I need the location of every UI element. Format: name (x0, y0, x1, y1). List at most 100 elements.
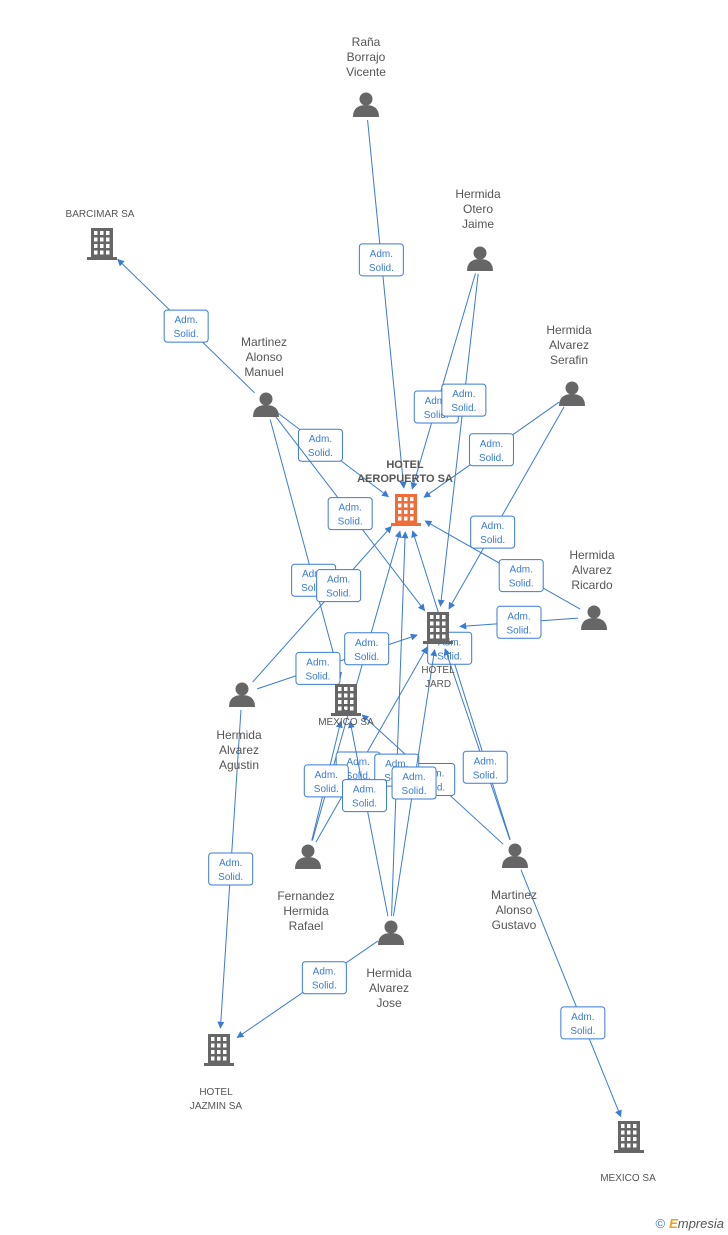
edge-label-box[interactable]: Adm.Solid. (391, 766, 437, 800)
edge-label-box[interactable]: Adm.Solid. (358, 243, 404, 277)
node-label-line: Alvarez (549, 338, 589, 352)
edge-label-box[interactable]: Adm.Solid. (441, 383, 487, 417)
edge-label-text: Solid. (509, 579, 534, 590)
edge-label-box[interactable]: Adm.Solid. (297, 428, 343, 462)
edge-label-box[interactable]: Adm.Solid. (462, 750, 508, 784)
edge-label-box[interactable]: Adm.Solid. (327, 497, 373, 531)
edge-gustavo-mexico2[interactable]: Adm.Solid. (520, 869, 622, 1118)
edge-agustin-jazmin[interactable]: Adm.Solid. (208, 709, 254, 1029)
edge-label-box[interactable]: Adm.Solid. (208, 852, 254, 886)
node-label-line: Ricardo (571, 578, 613, 592)
node-label-line: JARD (425, 679, 451, 690)
edge-label-box[interactable]: Adm. Solid. (498, 559, 544, 593)
edge-label-text: Adm. (174, 315, 197, 326)
edge-rafael-mexico1[interactable]: Adm. Solid. (303, 720, 349, 841)
edge-manuel-jardin[interactable]: Adm.Solid. (275, 416, 426, 612)
edge-label-text: Adm. (315, 770, 338, 781)
edge-label-text: Adm. (481, 521, 504, 532)
edge-jose-jardin[interactable]: Adm.Solid. (391, 649, 438, 917)
edge-label-box[interactable]: Adm.Solid. (301, 961, 347, 995)
edge-label-text: Adm. (327, 575, 350, 586)
edge-label-frame (496, 605, 542, 639)
node-label-line: MEXICO SA (318, 717, 374, 728)
edge-label-frame (316, 569, 362, 603)
edge-label-text: Adm. (309, 434, 332, 445)
edge-otero-jardin[interactable]: Adm.Solid. (437, 273, 487, 607)
edge-label-text: Solid. (352, 799, 377, 810)
edge-gustavo-jardin[interactable]: Adm.Solid. (443, 648, 511, 841)
edge-agustin-jardin[interactable]: Adm. Solid. (257, 633, 418, 690)
edge-serafin-jardin[interactable]: Adm. Solid. (448, 406, 565, 610)
edge-label-box[interactable]: Adm. Solid. (470, 515, 516, 549)
edge-manuel-barcimar[interactable]: Adm.Solid. (117, 258, 255, 394)
edge-label-frame (295, 651, 341, 685)
person-icon (253, 392, 279, 417)
edge-label-box[interactable]: Adm.Solid. (163, 309, 209, 343)
edge-serafin-aeropuerto[interactable]: Adm.Solid. (423, 401, 560, 498)
edge-line (347, 720, 389, 917)
edge-ricardo-jardin[interactable]: Adm.Solid. (459, 605, 579, 639)
node-mexico2[interactable]: MEXICO SA (600, 1121, 656, 1184)
edge-label-box[interactable]: Adm.Solid. (560, 1006, 606, 1040)
node-label-line: Martinez (491, 888, 537, 902)
edge-label-text: Solid. (305, 671, 330, 682)
edge-line (437, 273, 479, 607)
brand-name: mpresia (677, 1216, 724, 1231)
edge-agustin-aeropuerto[interactable]: Adm. Solid. (252, 525, 392, 683)
node-label-line: Hermida (366, 966, 412, 980)
node-label-line: Martinez (241, 335, 287, 349)
edge-label-frame (358, 243, 404, 277)
edge-label-box[interactable]: Adm.Solid. (344, 632, 390, 666)
edge-label-text: Solid. (480, 535, 505, 546)
edge-ricardo-aeropuerto[interactable]: Adm. Solid. (424, 520, 581, 610)
edge-label-box[interactable]: Adm.Solid. (316, 569, 362, 603)
edge-label-box[interactable]: Adm.Solid. (468, 433, 514, 467)
edge-label-box[interactable]: Adm.Solid. (496, 605, 542, 639)
edge-manuel-aeropuerto[interactable]: Adm.Solid. (278, 413, 390, 498)
node-label-line: Alonso (246, 350, 283, 364)
edge-jose-jazmin[interactable]: Adm.Solid. (236, 940, 379, 1038)
edge-label-box[interactable]: Adm.Solid. (342, 779, 388, 813)
building-icon (614, 1121, 644, 1153)
edge-label-text: Adm. (510, 565, 533, 576)
footer-brand: ©Empresia (655, 1216, 724, 1231)
edge-label-frame (391, 766, 437, 800)
edge-line (367, 119, 407, 489)
node-barcimar[interactable]: BARCIMAR SA (66, 209, 135, 260)
edge-label-text: Solid. (312, 981, 337, 992)
edge-label-text: Solid. (424, 410, 449, 421)
edge-jose-mexico1[interactable]: Adm.Solid. (342, 720, 389, 917)
edge-label-frame (297, 428, 343, 462)
person-icon (581, 605, 607, 630)
edge-label-box[interactable]: Adm.Solid. (295, 651, 341, 685)
edge-label-frame (208, 852, 254, 886)
edge-label-text: Adm. (355, 638, 378, 649)
edge-label-text: Solid. (314, 784, 339, 795)
person-icon (378, 920, 404, 945)
building-icon (87, 228, 117, 260)
edge-jose-aeropuerto[interactable]: Adm.Solid. (374, 531, 420, 917)
edge-line (410, 273, 476, 490)
building-icon (331, 684, 361, 716)
edge-label-text: Adm. (402, 772, 425, 783)
edge-rana-aeropuerto[interactable]: Adm.Solid. (358, 119, 407, 489)
edge-label-text: Solid. (218, 872, 243, 883)
node-label-line: JAZMIN SA (190, 1101, 243, 1112)
node-label-line: Rafael (289, 919, 324, 933)
edge-label-text: Adm. (370, 249, 393, 260)
edge-label-box[interactable]: Adm. Solid. (303, 764, 349, 798)
